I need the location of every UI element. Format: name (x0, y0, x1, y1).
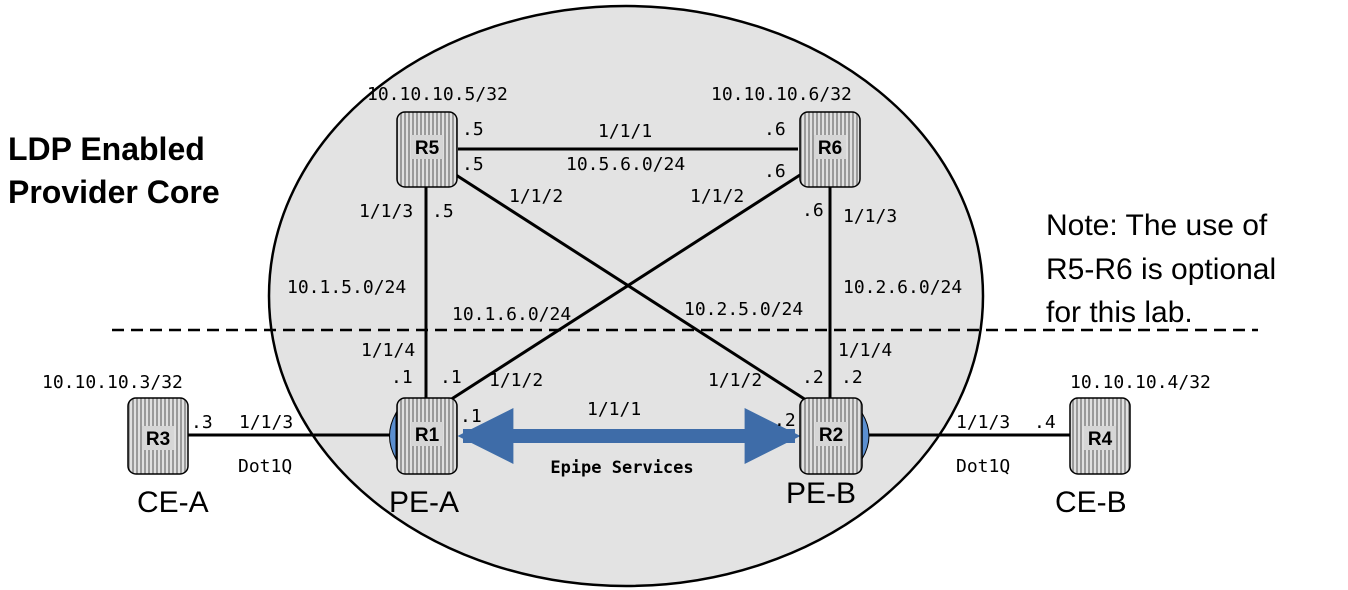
host-r3: .3 (191, 412, 213, 433)
port-r5-diag: 1/1/2 (509, 186, 563, 207)
port-r2-r4: 1/1/3 (956, 412, 1010, 433)
router-r4[interactable]: R4 (1069, 397, 1131, 475)
router-r6[interactable]: R6 (799, 111, 861, 188)
port-r2-up: 1/1/4 (838, 340, 892, 361)
router-label-r6: R6 (818, 138, 842, 159)
dot1q-left: Dot1Q (238, 456, 292, 477)
loopback-r4: 10.10.10.4/32 (1070, 372, 1211, 393)
title-line-2: Provider Core (8, 174, 220, 210)
loopback-r3: 10.10.10.3/32 (42, 372, 183, 393)
router-r2[interactable]: R2 (799, 397, 863, 475)
port-r6-down: 1/1/3 (843, 206, 897, 227)
host-r2-diag: .2 (802, 367, 824, 388)
port-r5-down: 1/1/3 (359, 201, 413, 222)
host-r5-top: .5 (462, 119, 484, 140)
host-r1-diag: .1 (440, 367, 462, 388)
link-r6-r1 (449, 173, 801, 402)
subnet-r1-r6: 10.1.6.0/24 (452, 304, 571, 325)
role-label-ce-b: CE-B (1055, 486, 1127, 519)
host-r5-right: .5 (462, 154, 484, 175)
note-line-3: for this lab. (1046, 296, 1193, 329)
port-r1-up: 1/1/4 (361, 340, 415, 361)
router-label-r1: R1 (415, 425, 440, 446)
role-label-ce-a: CE-A (137, 486, 209, 519)
loopback-r6: 10.10.10.6/32 (711, 84, 852, 105)
router-label-r3: R3 (146, 429, 170, 450)
host-r6-top: .6 (764, 119, 786, 140)
host-r1-up: .1 (391, 367, 413, 388)
epipe-service-label: Epipe Services (550, 458, 693, 478)
link-r5-r2 (455, 173, 807, 402)
port-r2-diag: 1/1/2 (708, 370, 762, 391)
router-r1[interactable]: R1 (396, 397, 458, 475)
title-line-1: LDP Enabled (8, 131, 205, 167)
port-r5-r6: 1/1/1 (598, 121, 652, 142)
router-r5[interactable]: R5 (396, 111, 458, 188)
host-r6-left: .6 (764, 161, 786, 182)
subnet-r2-r6: 10.2.6.0/24 (843, 277, 962, 298)
router-label-r4: R4 (1088, 429, 1113, 450)
note-line-1: Note: The use of (1046, 209, 1268, 242)
port-r1-diag: 1/1/2 (489, 370, 543, 391)
host-r5-down: .5 (432, 201, 454, 222)
role-label-pe-a: PE-A (389, 486, 459, 519)
port-r3-r1: 1/1/3 (239, 412, 293, 433)
subnet-r2-r5: 10.2.5.0/24 (684, 299, 803, 320)
host-r1-service: .1 (460, 406, 482, 427)
subnet-r5-r6: 10.5.6.0/24 (566, 154, 685, 175)
host-r4: .4 (1034, 412, 1056, 433)
note-line-2: R5-R6 is optional (1046, 253, 1276, 286)
role-label-pe-b: PE-B (786, 477, 856, 510)
host-r2-service: .2 (774, 410, 796, 431)
port-cap-r1 (389, 411, 397, 461)
host-r6-down: .6 (802, 200, 824, 221)
router-r3[interactable]: R3 (127, 397, 189, 475)
router-label-r5: R5 (415, 138, 440, 159)
dot1q-right: Dot1Q (956, 456, 1010, 477)
router-label-r2: R2 (819, 425, 843, 446)
port-r6-diag: 1/1/2 (690, 186, 744, 207)
host-r2-up: .2 (841, 367, 863, 388)
subnet-r1-r5: 10.1.5.0/24 (287, 277, 406, 298)
port-service: 1/1/1 (587, 399, 641, 420)
loopback-r5: 10.10.10.5/32 (367, 84, 508, 105)
